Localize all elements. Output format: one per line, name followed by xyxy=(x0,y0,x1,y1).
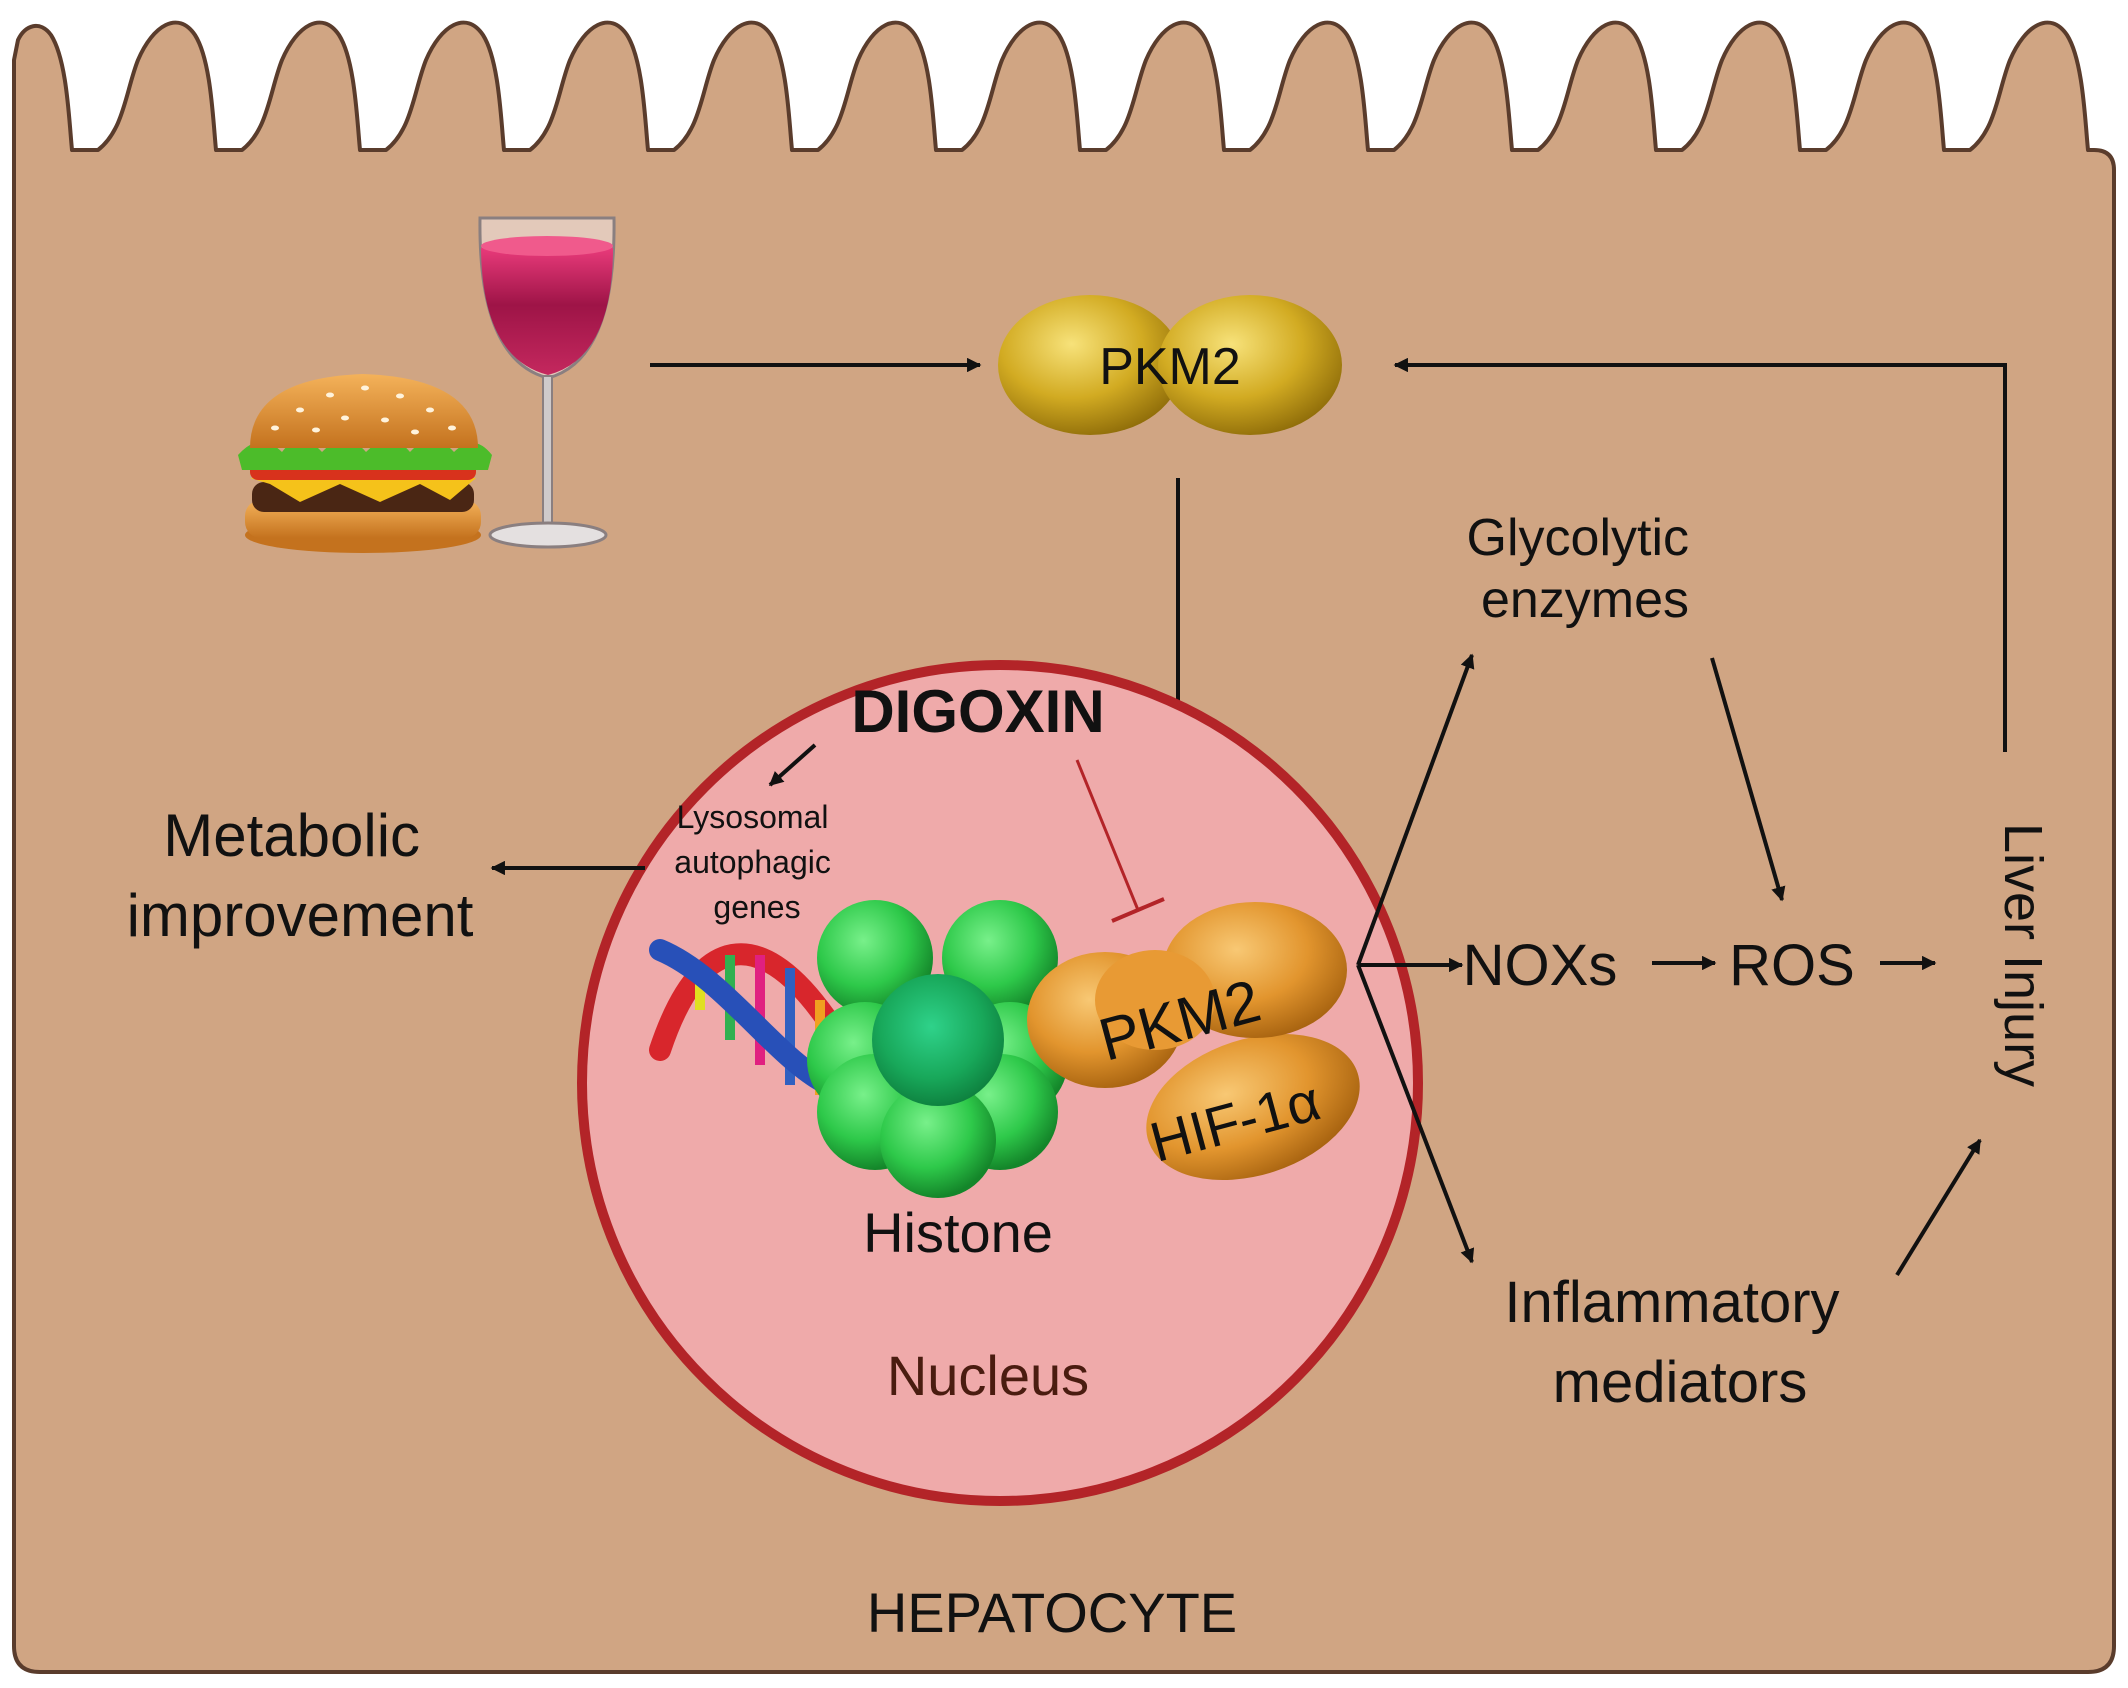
nuclear-pkm2-hif1a-complex: PKM2 HIF-1α xyxy=(1027,902,1360,1181)
ros-label: ROS xyxy=(1729,933,1855,998)
arrow-glycolytic-to-ros xyxy=(1710,657,1786,902)
histone-label: Histone xyxy=(863,1201,1053,1264)
arrow-inflammatory-to-liver-injury xyxy=(1895,1138,1982,1277)
nucleus-label: Nucleus xyxy=(887,1344,1089,1407)
arrow-digoxin-to-lysosomal xyxy=(768,743,817,787)
cytoplasm-pkm2-dimer: PKM2 xyxy=(998,295,1342,435)
digoxin-label: DIGOXIN xyxy=(851,678,1104,745)
glycolytic-enzymes-label: Glycolytic enzymes xyxy=(1467,509,1704,629)
burger-icon xyxy=(238,374,492,553)
inflammatory-mediators-label: Inflammatory mediators xyxy=(1504,1270,1855,1415)
liver-injury-label: Liver Injury xyxy=(1993,823,2053,1087)
lysosomal-genes-label: Lysosomal autophagic genes xyxy=(674,799,839,925)
hepatocyte-label: HEPATOCYTE xyxy=(867,1581,1237,1644)
arrow-liver-injury-feedback xyxy=(1393,357,2007,752)
digoxin-inhibition-line xyxy=(1075,759,1165,923)
cytoplasm-pkm2-label: PKM2 xyxy=(1099,338,1241,396)
metabolic-improvement-label: Metabolic improvement xyxy=(127,802,474,949)
branch-arrows xyxy=(1356,653,1475,1264)
wine-glass-icon xyxy=(478,216,616,549)
noxs-label: NOXs xyxy=(1463,933,1618,998)
